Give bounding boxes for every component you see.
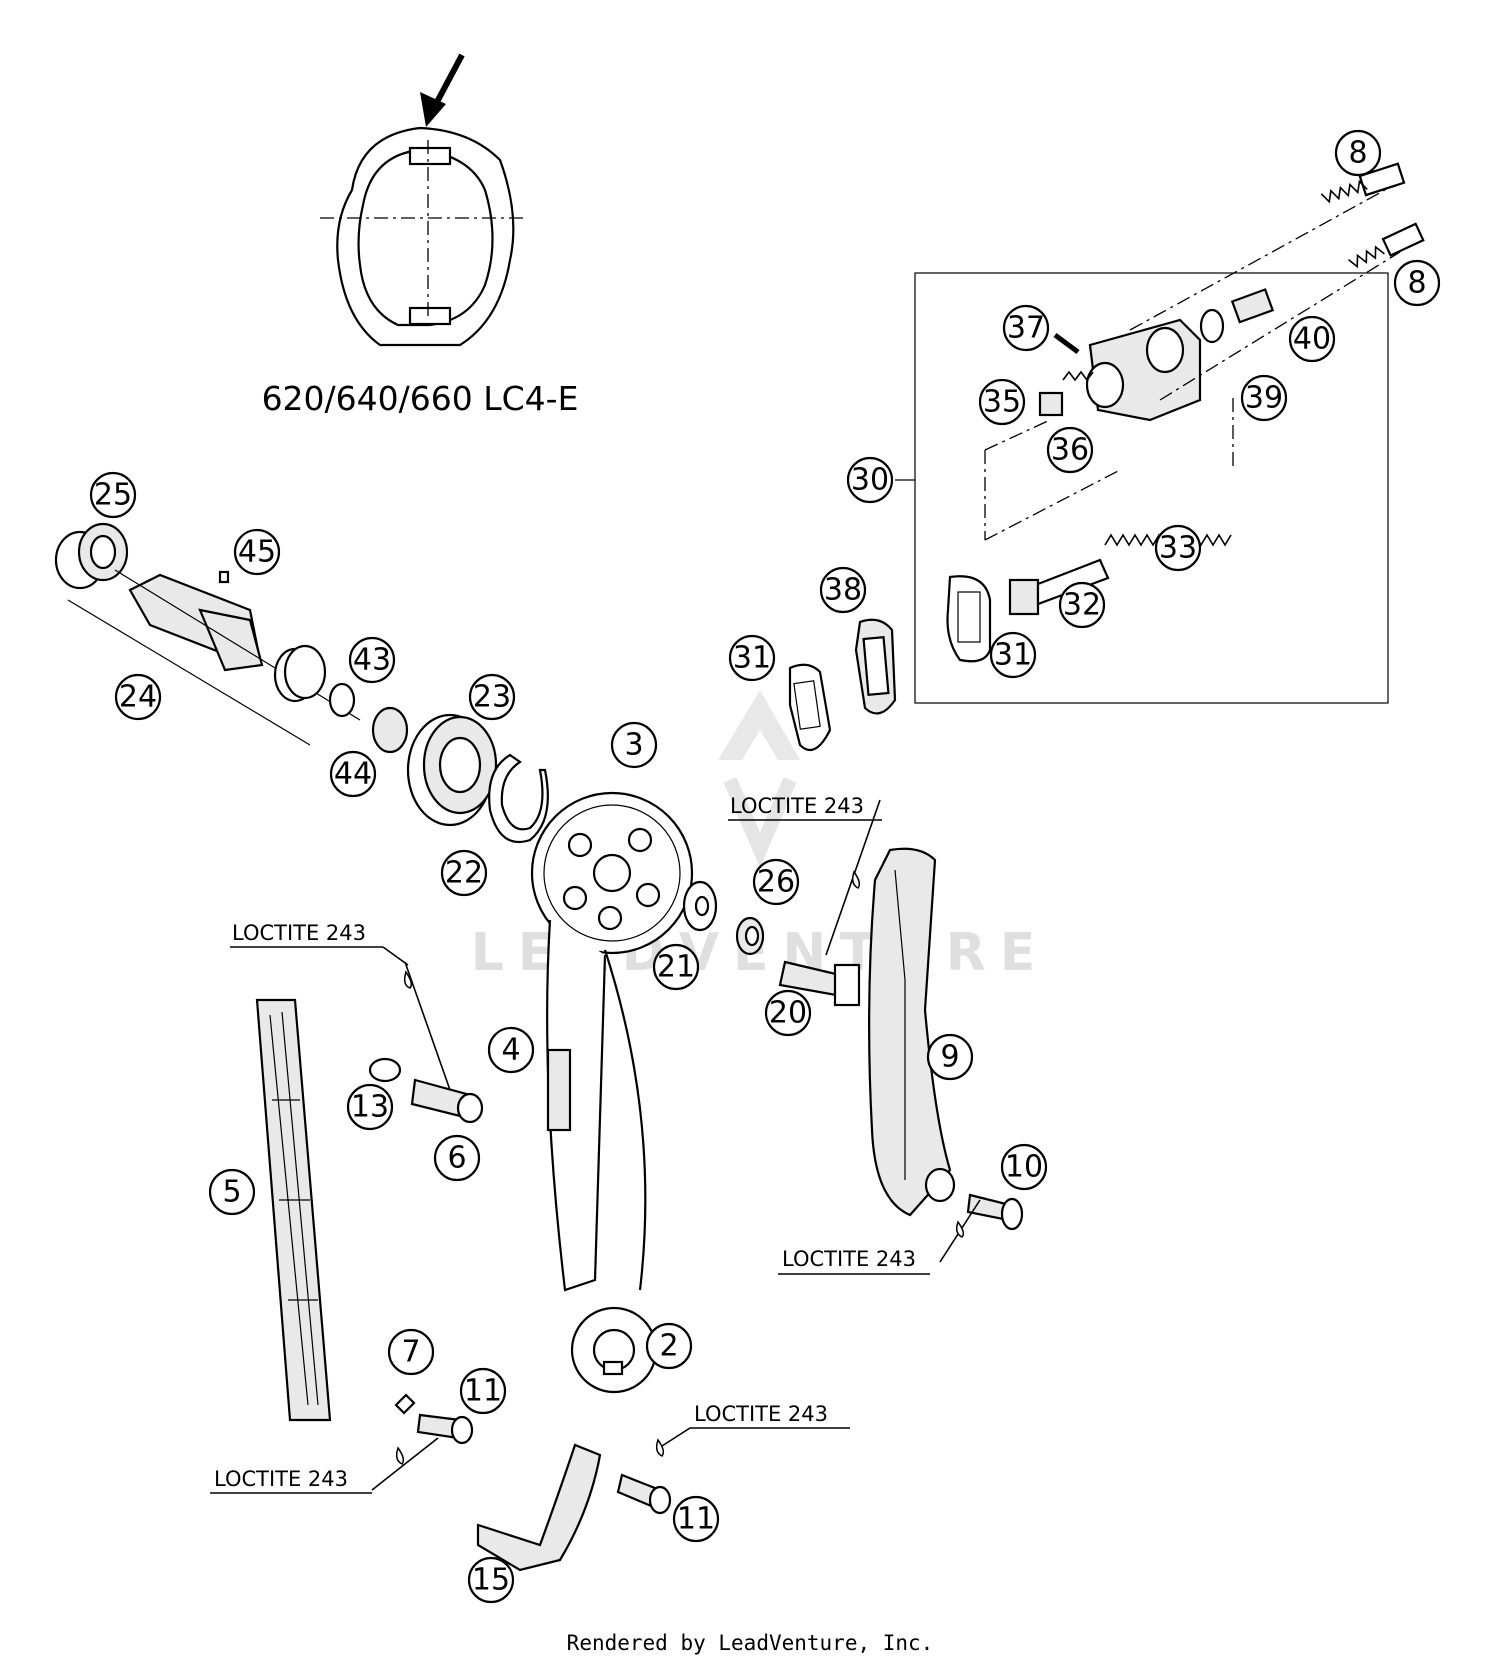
- callout: 8: [1393, 259, 1441, 307]
- part-number: 40: [1293, 322, 1331, 357]
- callout: 43: [348, 636, 396, 684]
- part-number: 6: [447, 1141, 466, 1176]
- part-number: 3: [624, 728, 643, 763]
- chain-guide-rail: [255, 998, 332, 1422]
- callout: 11: [672, 1495, 720, 1543]
- loctite-note-left: LOCTITE 243: [230, 921, 409, 966]
- part-number: 45: [238, 535, 276, 570]
- part-number: 38: [824, 573, 862, 608]
- callout: 10: [1000, 1143, 1048, 1191]
- part-number: 35: [983, 385, 1021, 420]
- part-number: 8: [1348, 136, 1367, 171]
- part-number: 26: [757, 865, 795, 900]
- loctite-label: LOCTITE 243: [214, 1467, 348, 1491]
- part-number: 11: [464, 1374, 502, 1409]
- part-number: 8: [1407, 266, 1426, 301]
- part-number: 25: [94, 478, 132, 513]
- gasket-left: [788, 663, 832, 752]
- loctite-note-right: LOCTITE 243: [778, 1247, 930, 1275]
- camshaft-marking-detail: 620/640/660 LC4-E: [262, 53, 579, 418]
- loctite-label: LOCTITE 243: [232, 921, 366, 945]
- part-number: 7: [401, 1335, 420, 1370]
- part-number: 30: [851, 463, 889, 498]
- callout: 39: [1240, 374, 1288, 422]
- chain-tensioner-assembly: [895, 162, 1425, 704]
- part-number: 24: [119, 680, 157, 715]
- callout: 31: [989, 631, 1037, 679]
- part-number: 32: [1063, 588, 1101, 623]
- callout: 38: [819, 566, 867, 614]
- part-number: 4: [501, 1033, 520, 1068]
- callout: 2: [645, 1322, 693, 1370]
- loctite-note-top-right: LOCTITE 243: [728, 794, 882, 821]
- part-number: 33: [1159, 531, 1197, 566]
- lower-bolts: [371, 1393, 850, 1515]
- part-number: 21: [657, 950, 695, 985]
- callout: 25: [89, 471, 137, 519]
- callout: 6: [433, 1134, 481, 1182]
- callout: 44: [329, 750, 377, 798]
- crank-sprocket: [570, 1306, 658, 1394]
- callout: 13: [346, 1083, 394, 1131]
- part-number: 31: [733, 641, 771, 676]
- callout: 45: [233, 528, 281, 576]
- callout: 36: [1046, 426, 1094, 474]
- part-number: 9: [940, 1040, 959, 1075]
- cam-sprocket: [530, 791, 765, 956]
- callout: 9: [926, 1033, 974, 1081]
- loctite-label: LOCTITE 243: [730, 794, 864, 818]
- callout: 8: [1334, 129, 1382, 177]
- part-number: 10: [1005, 1150, 1043, 1185]
- callout: 20: [764, 989, 812, 1037]
- callout: 35: [978, 378, 1026, 426]
- model-label: 620/640/660 LC4-E: [262, 379, 579, 418]
- marking-arrow-icon: [420, 92, 446, 127]
- callout: 4: [487, 1026, 535, 1074]
- callout: 3: [610, 721, 658, 769]
- callout: 24: [114, 673, 162, 721]
- part-number: 37: [1007, 311, 1045, 346]
- callout: 40: [1288, 315, 1336, 363]
- part-number: 39: [1245, 381, 1283, 416]
- callout: 31: [728, 634, 776, 682]
- loctite-note-bottom-left: LOCTITE 243: [210, 1467, 372, 1494]
- callout: 22: [440, 849, 488, 897]
- chain-guide-lower: [476, 1443, 602, 1572]
- callout: 23: [468, 673, 516, 721]
- callout: 30: [846, 456, 894, 504]
- credit-text: Rendered by LeadVenture, Inc.: [567, 1631, 934, 1655]
- part-number: 11: [677, 1502, 715, 1537]
- callout: 21: [652, 943, 700, 991]
- loctite-note-bottom-right: LOCTITE 243: [694, 1402, 828, 1426]
- callout: 11: [459, 1367, 507, 1415]
- part-number: 15: [472, 1563, 510, 1598]
- callout: 15: [467, 1556, 515, 1604]
- timing-chain: [546, 919, 647, 1292]
- part-number: 2: [659, 1329, 678, 1364]
- callout: 7: [387, 1328, 435, 1376]
- callout: 5: [208, 1168, 256, 1216]
- guide-screw: [368, 961, 484, 1124]
- part-number: 31: [994, 638, 1032, 673]
- callout: 37: [1002, 304, 1050, 352]
- loctite-label: LOCTITE 243: [694, 1402, 828, 1426]
- part-number: 43: [353, 643, 391, 678]
- part-number: 44: [334, 757, 372, 792]
- camshaft-group: [54, 522, 549, 844]
- callout: 32: [1058, 581, 1106, 629]
- part-number: 13: [351, 1090, 389, 1125]
- part-number: 20: [769, 996, 807, 1031]
- gasket-middle: [854, 618, 897, 715]
- loctite-label: LOCTITE 243: [782, 1247, 916, 1271]
- part-number: 36: [1051, 433, 1089, 468]
- part-number: 22: [445, 856, 483, 891]
- tensioner-rail: [778, 799, 1024, 1263]
- callout: 26: [752, 858, 800, 906]
- part-number: 5: [222, 1175, 241, 1210]
- callout: 33: [1154, 524, 1202, 572]
- part-number: 23: [473, 680, 511, 715]
